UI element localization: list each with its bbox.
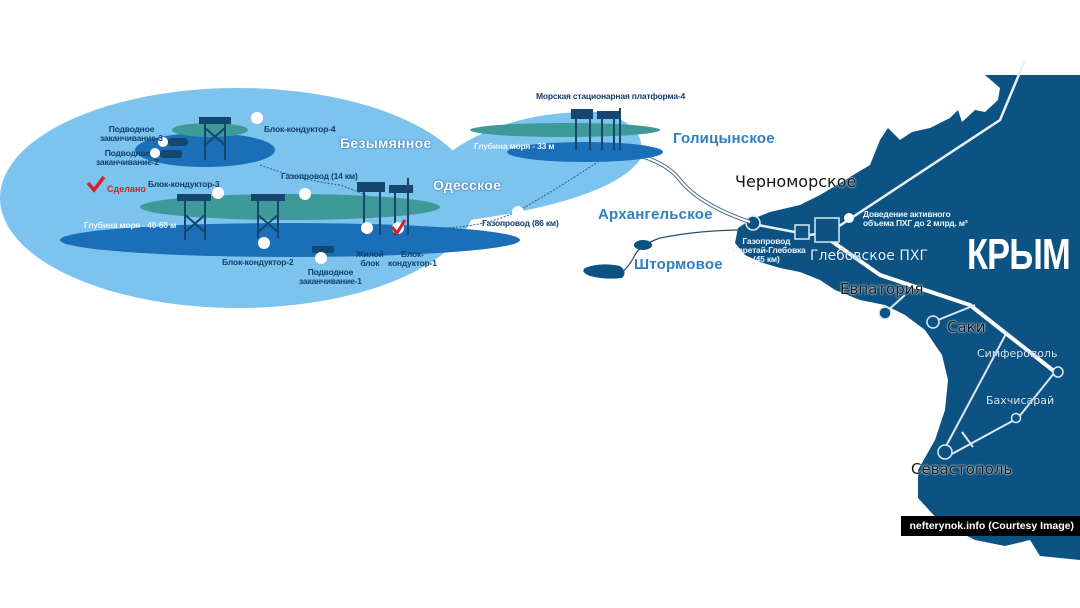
conductor-block-4-structure bbox=[199, 117, 231, 160]
label-depth-golitsynskoe: Глубина моря - 33 м bbox=[474, 141, 555, 151]
field-shtormovoe: Штормовое bbox=[634, 256, 723, 273]
marker-pipeline-86 bbox=[512, 206, 524, 218]
label-line: Блок- bbox=[401, 249, 424, 259]
conductor-block-1-structure bbox=[357, 178, 413, 235]
golitsynskoe-zone bbox=[440, 111, 642, 220]
platform-4-structure bbox=[571, 108, 621, 150]
pipeline-45-marker bbox=[736, 258, 746, 268]
node-bakhchisaray bbox=[1010, 412, 1022, 424]
field-odesskoe: Одесское bbox=[433, 177, 502, 193]
node-sevastopol bbox=[937, 444, 953, 460]
label-line: Доведение активного bbox=[863, 209, 951, 219]
marker-subsea-3 bbox=[158, 137, 168, 147]
legend-done-label: Сделано bbox=[107, 184, 146, 194]
field-bezymyannoe: Безымянное bbox=[340, 135, 432, 151]
town-bakhchisaray: Бахчисарай bbox=[986, 394, 1055, 407]
region-title: КРЫМ bbox=[967, 230, 1071, 279]
marker-subsea-1 bbox=[315, 252, 327, 264]
label-gas-storage: Глебовское ПХГ bbox=[810, 248, 928, 264]
label-conductor-block-2: Блок-кондуктор-2 bbox=[222, 257, 294, 267]
label-line: Газопровод bbox=[742, 236, 791, 246]
pipeline-to-evpatoria bbox=[828, 238, 1057, 374]
marker-conductor-2 bbox=[258, 237, 270, 249]
node-saki bbox=[926, 315, 940, 329]
marker-conductor-3 bbox=[212, 187, 224, 199]
compressor-small bbox=[794, 224, 810, 240]
storage-square bbox=[814, 217, 840, 243]
storage-note-marker bbox=[844, 213, 854, 223]
label-line: (45 км) bbox=[752, 253, 780, 264]
node-chernomorskoe bbox=[745, 215, 761, 231]
subsea-1-block bbox=[312, 246, 334, 253]
odesskoe-base bbox=[60, 223, 520, 257]
node-simferopol bbox=[1052, 366, 1064, 378]
done-check-conductor-1 bbox=[390, 219, 407, 236]
field-arkhangelskoe: Архангельское bbox=[598, 206, 713, 223]
conductor-block-3-structure bbox=[177, 194, 211, 240]
marker-pipeline-14 bbox=[299, 188, 311, 200]
golitsynskoe-deck bbox=[470, 123, 660, 137]
town-saki: Саки bbox=[947, 318, 986, 336]
town-sevastopol: Севастополь bbox=[911, 460, 1013, 478]
marker-subsea-2 bbox=[150, 148, 160, 158]
pipeline-saki bbox=[932, 304, 976, 323]
pipeline-golitsyn-shore-inner bbox=[624, 151, 751, 223]
label-conductor-block-1: Блок-кондуктор-1 bbox=[388, 250, 437, 268]
label-line: Жилой bbox=[356, 249, 384, 259]
done-legend-check-icon bbox=[86, 175, 106, 193]
subsea-2-block bbox=[160, 150, 182, 158]
town-evpatoria: Евпатория bbox=[840, 280, 924, 298]
bezymyannoe-deck bbox=[172, 123, 248, 137]
label-line: кондуктор-1 bbox=[388, 257, 437, 268]
pipeline-sevastopol-1 bbox=[944, 331, 1008, 449]
label-conductor-block-3: Блок-кондуктор-3 bbox=[148, 179, 220, 189]
crimea-landmass bbox=[735, 75, 1080, 560]
label-line: Подводное bbox=[104, 148, 151, 158]
label-line: блок bbox=[360, 257, 380, 268]
label-line: заканчивание-2 bbox=[96, 156, 159, 167]
conductor-block-2-structure bbox=[251, 194, 285, 238]
pipeline-cross bbox=[961, 431, 974, 448]
label-pipeline-14: Газопровод (14 км) bbox=[281, 171, 358, 181]
node-evpatoria bbox=[878, 306, 892, 320]
label-line: заканчивание-3 bbox=[100, 132, 163, 143]
label-line: заканчивание-1 bbox=[299, 275, 362, 286]
label-line: объема ПХГ до 2 млрд. м³ bbox=[863, 217, 968, 228]
arkhangelskoe-island bbox=[634, 240, 652, 250]
label-line: Подводное bbox=[307, 267, 354, 277]
image-credit: nefterynok.info (Courtesy Image) bbox=[901, 516, 1080, 536]
label-platform-4: Морская стационарная платформа-4 bbox=[536, 91, 686, 101]
shtormovoe-island bbox=[583, 264, 625, 279]
marker-living-block bbox=[361, 222, 373, 234]
town-chernomorskoe: Черноморское bbox=[735, 172, 857, 191]
label-depth-odesskoe: Глубина моря - 40-60 м bbox=[84, 220, 177, 230]
marker-conductor-4 bbox=[251, 112, 263, 124]
label-line: Подводное bbox=[108, 124, 155, 134]
town-simferopol: Симферополь bbox=[977, 347, 1058, 360]
label-line: Очеретай-Глебовка bbox=[727, 244, 806, 255]
label-pipeline-86: Газопровод (86 км) bbox=[482, 218, 559, 228]
field-golitsynskoe: Голицынское bbox=[673, 130, 775, 147]
label-conductor-block-4: Блок-кондуктор-4 bbox=[264, 124, 336, 134]
golitsynskoe-base bbox=[507, 142, 663, 162]
subsea-3-block bbox=[168, 138, 188, 146]
